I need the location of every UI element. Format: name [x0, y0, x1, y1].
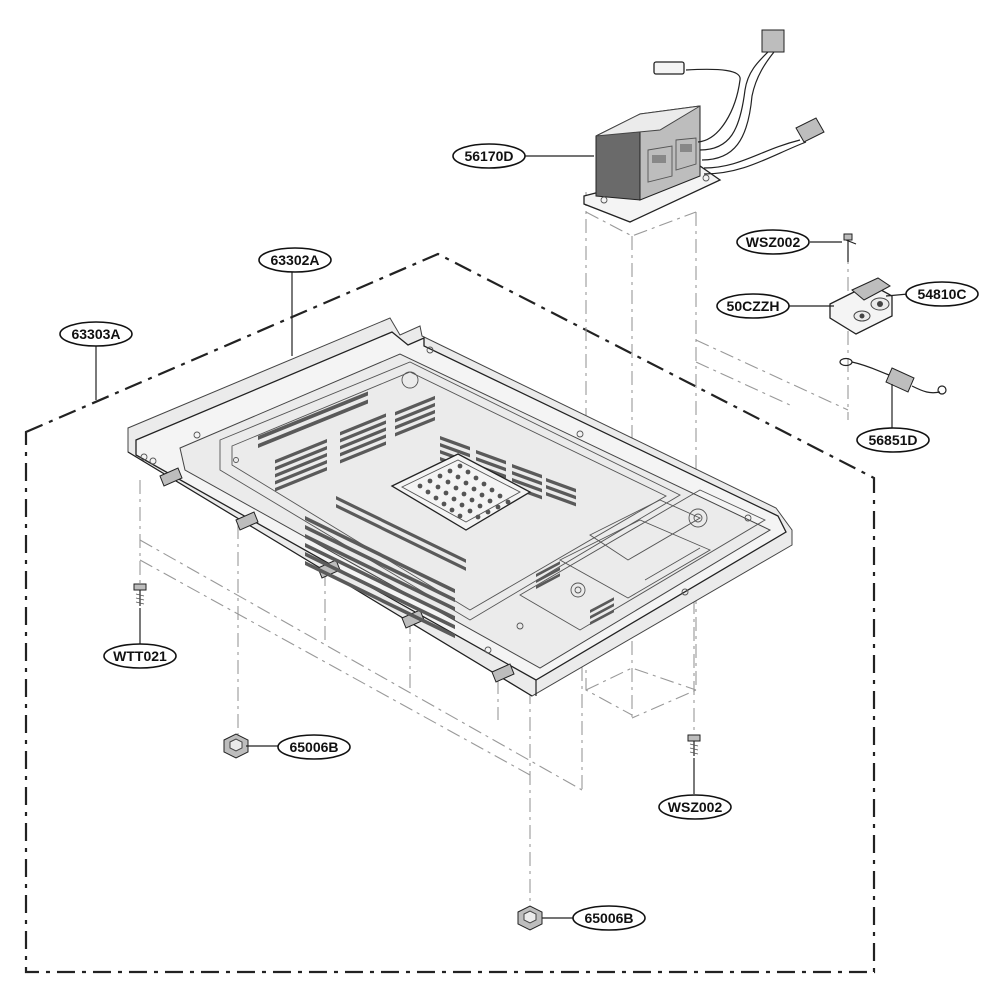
sensor-harness [839, 357, 947, 395]
callout-50CZZH: 50CZZH [716, 293, 790, 319]
leader-lines [95, 155, 909, 919]
assembly-boundary [24, 252, 876, 974]
callout-text: 63303A [71, 326, 120, 342]
callout-text: 65006B [289, 739, 338, 755]
phantom-lines [139, 192, 849, 905]
perforated-panel [390, 453, 532, 531]
callout-text: 63302A [270, 252, 319, 268]
vent-slots [258, 391, 614, 639]
screw-left [133, 583, 147, 606]
callout-65006B-bottom: 65006B [572, 905, 646, 931]
screw-bottom-right [687, 734, 701, 756]
base-plate [127, 317, 793, 697]
callout-text: WSZ002 [668, 799, 723, 815]
callout-WSZ002-bottom: WSZ002 [658, 794, 732, 820]
sensor-bracket [829, 277, 893, 335]
callout-text: 54810C [917, 286, 966, 302]
screw-top-right [843, 233, 857, 262]
callout-text: WTT021 [113, 648, 167, 664]
callout-56851D: 56851D [856, 427, 930, 453]
foot-bottom [517, 905, 543, 931]
transformer [583, 29, 825, 223]
callout-65006B-left: 65006B [277, 734, 351, 760]
callout-63302A: 63302A [258, 247, 332, 273]
foot-left [223, 733, 249, 759]
callout-text: WSZ002 [746, 234, 801, 250]
callout-63303A: 63303A [59, 321, 133, 347]
callout-54810C: 54810C [905, 281, 979, 307]
callout-WTT021: WTT021 [103, 643, 177, 669]
callout-text: 50CZZH [727, 298, 780, 314]
callout-text: 56170D [464, 148, 513, 164]
callout-text: 65006B [584, 910, 633, 926]
callout-WSZ002-top: WSZ002 [736, 229, 810, 255]
callout-text: 56851D [868, 432, 917, 448]
callout-56170D: 56170D [452, 143, 526, 169]
